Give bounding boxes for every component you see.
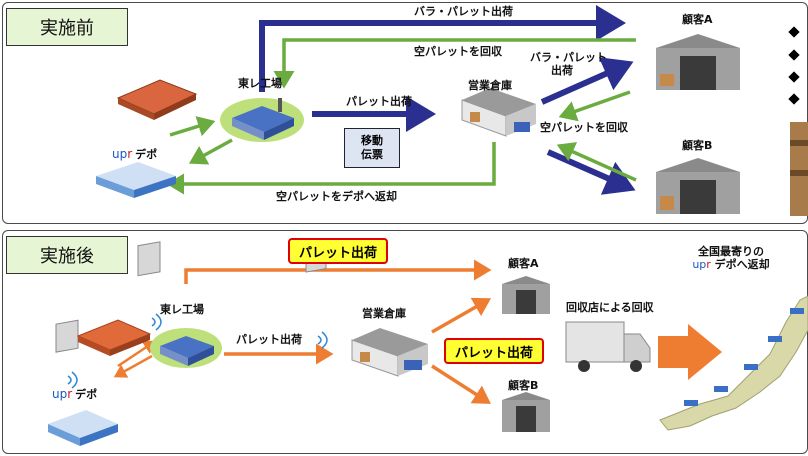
logo-up-after: up: [52, 387, 68, 401]
label-pallet-before: パレット出荷: [346, 95, 412, 108]
label-bara-top: バラ・パレット出荷: [414, 5, 513, 18]
memo-line-2: 伝票: [361, 148, 383, 161]
arrow-bara-mid: [540, 57, 634, 105]
cropped-photo: [790, 122, 808, 216]
truck-icon: [565, 321, 651, 372]
logo-r-before: r: [127, 147, 133, 161]
callout-pallet-top: パレット出荷: [288, 238, 388, 264]
arrow-to-a-after: [431, 297, 492, 334]
logo-up-before: up: [112, 147, 128, 161]
arrow-to-b-after: [431, 364, 491, 404]
arrow-green-from-b: [556, 142, 637, 182]
label-return-line-2: デポへ返却: [714, 257, 770, 271]
label-return-line-2-wrap: upr デポへ返却: [676, 257, 786, 272]
label-bara-mid-1: バラ・パレット: [530, 51, 607, 64]
arrow-depot-to-factory: [169, 116, 216, 137]
logo-r-after-map: r: [706, 257, 711, 271]
rfid-pallet-icon: [76, 319, 152, 356]
upr-logo-after: upr デポ: [52, 386, 97, 402]
label-customer-b-before: 顧客B: [682, 139, 713, 152]
factory-icon-after: [150, 328, 222, 368]
label-warehouse-before: 営業倉庫: [468, 79, 512, 92]
pallet-stack-icon: [116, 79, 198, 120]
label-factory-before: 東レ工場: [238, 77, 282, 90]
label-depot-before: デポ: [135, 148, 158, 161]
label-warehouse-after: 営業倉庫: [362, 307, 406, 320]
warehouse-icon-after: [351, 328, 428, 377]
label-empty-top: 空パレットを回収: [414, 45, 502, 58]
memo-slip: 移動 伝票: [344, 128, 400, 168]
upr-logo-before: upr デポ: [112, 146, 157, 162]
label-pallet-after: パレット出荷: [236, 333, 302, 346]
logo-up-after-map: up: [692, 257, 707, 271]
label-factory-after: 東レ工場: [160, 303, 204, 316]
label-return-nationwide: 全国最寄りの upr デポへ返却: [676, 245, 786, 272]
arrow-empty-top: [273, 38, 636, 89]
depot-building-icon-after: [48, 410, 118, 446]
big-arrow-to-map: [658, 324, 722, 380]
label-customer-a-after: 顧客A: [508, 257, 539, 270]
customer-a-warehouse-icon-after: [502, 276, 550, 314]
customer-a-warehouse-icon-before: [656, 34, 740, 90]
customer-b-warehouse-icon-before: [656, 158, 740, 214]
label-empty-mid: 空パレットを回収: [540, 121, 628, 134]
before-tag: 実施前: [6, 8, 128, 46]
callout-pallet-mid: パレット出荷: [444, 338, 544, 364]
label-depot-after: デポ: [75, 388, 98, 401]
depot-building-icon-before: [96, 162, 176, 198]
factory-icon-before: [220, 98, 304, 142]
arrow-depot-to-factory-after: [117, 340, 157, 368]
arrow-factory-to-depot-after: [113, 354, 153, 378]
arrow-factory-to-depot: [188, 138, 233, 165]
label-return-line-1: 全国最寄りの: [698, 245, 764, 258]
label-customer-b-after: 顧客B: [508, 379, 539, 392]
arrow-return-depot: [166, 142, 496, 195]
arrow-callout-to-a: [184, 259, 492, 284]
bullet-icons: [788, 26, 800, 105]
label-bara-mid-2: 出荷: [551, 63, 573, 77]
label-return-depot: 空パレットをデポへ返却: [276, 190, 397, 203]
customer-b-warehouse-icon-after: [502, 392, 550, 432]
arrow-bara-top: [259, 5, 626, 92]
label-collection: 回収店による回収: [566, 301, 654, 314]
label-customer-a-before: 顧客A: [682, 13, 713, 26]
label-bara-mid: バラ・パレット 出荷: [530, 51, 607, 77]
after-tag: 実施後: [6, 236, 128, 274]
logo-r-after: r: [67, 387, 73, 401]
memo-line-1: 移動: [361, 133, 383, 147]
arrow-empty-mid: [558, 90, 631, 122]
japan-map-icon: [659, 295, 808, 431]
warehouse-icon-before: [461, 88, 536, 137]
